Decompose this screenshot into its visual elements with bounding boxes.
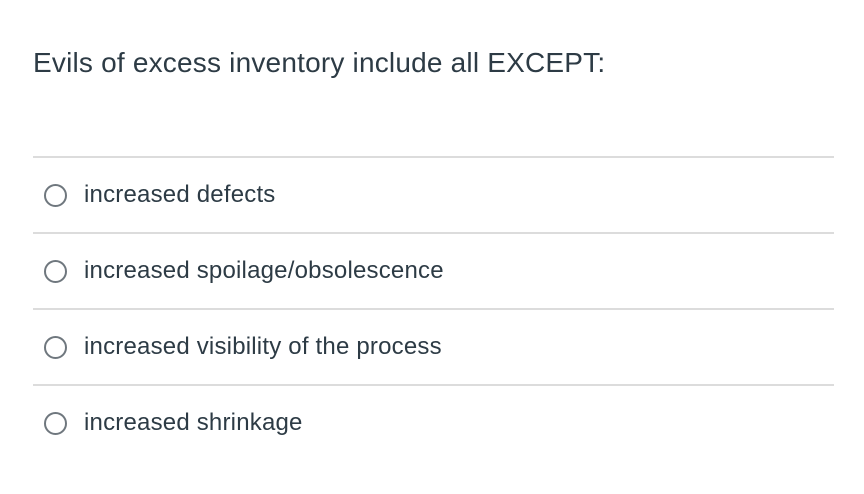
radio-button-unselected-icon[interactable] (44, 335, 67, 359)
radio-button-unselected-icon[interactable] (44, 411, 67, 435)
answer-option-4[interactable]: increased shrinkage (33, 384, 834, 460)
radio-button-unselected-icon[interactable] (44, 183, 67, 207)
answer-option-label[interactable]: increased spoilage/obsolescence (84, 257, 444, 284)
radio-button-unselected-icon[interactable] (44, 259, 67, 283)
answer-list: increased defects increased spoilage/obs… (33, 156, 834, 460)
answer-option-label[interactable]: increased defects (84, 181, 276, 208)
question-title: Evils of excess inventory include all EX… (33, 47, 606, 78)
answer-option-1[interactable]: increased defects (33, 156, 834, 232)
answer-option-2[interactable]: increased spoilage/obsolescence (33, 232, 834, 308)
answer-option-label[interactable]: increased shrinkage (84, 409, 303, 436)
answer-option-3[interactable]: increased visibility of the process (33, 308, 834, 384)
answer-option-label[interactable]: increased visibility of the process (84, 333, 442, 360)
